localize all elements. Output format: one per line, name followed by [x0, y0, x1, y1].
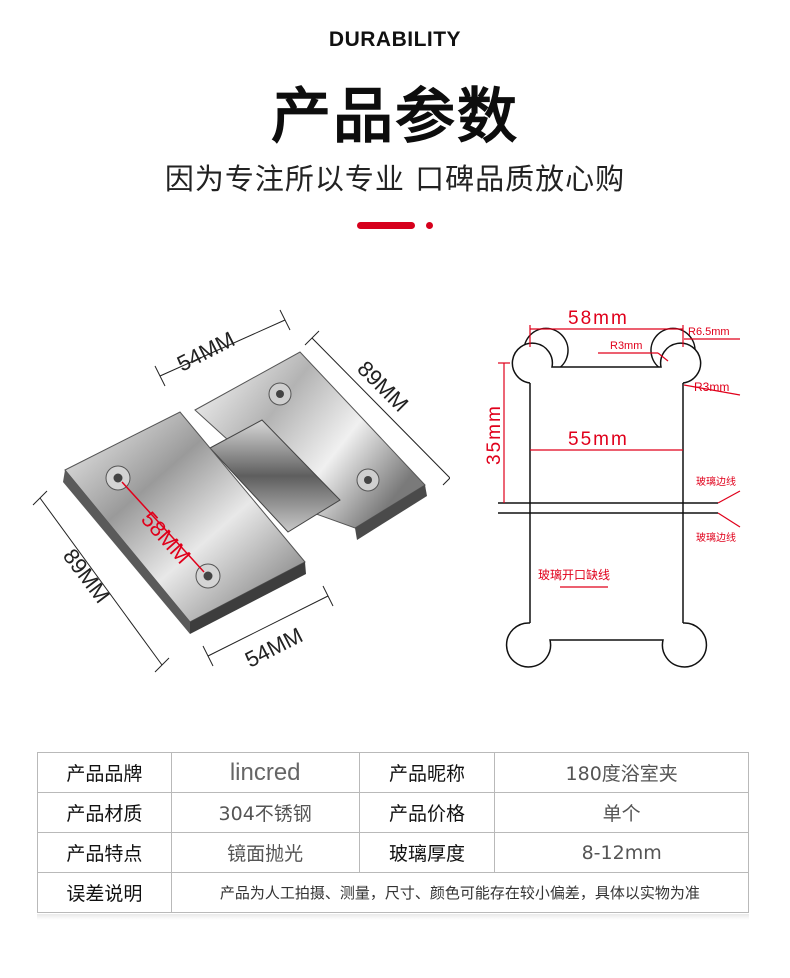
section-eyebrow: DURABILITY — [328, 28, 462, 51]
table-shadow — [37, 914, 749, 920]
right-height-label: 89MM — [352, 356, 413, 417]
spec-value: 8-12mm — [494, 832, 749, 873]
spec-label: 产品昵称 — [358, 752, 496, 793]
cutout-height: 35mm — [484, 404, 505, 465]
cutout-radius-inner: R3mm — [610, 340, 642, 352]
cutout-diagram: 58mm R6.5mm R3mm R3mm 35mm 55mm 玻璃边线 玻璃边… — [484, 308, 741, 668]
note-label: 误差说明 — [37, 872, 172, 913]
cutout-top-width: 58mm — [568, 308, 629, 329]
glass-edge-top-label: 玻璃边线 — [696, 475, 736, 488]
spec-value: 单个 — [494, 792, 749, 833]
screw-icon — [268, 382, 292, 406]
screw-icon — [356, 468, 380, 492]
cutout-inner-width: 55mm — [568, 429, 629, 450]
spec-label: 玻璃厚度 — [358, 832, 496, 873]
accent-dot — [426, 222, 433, 229]
cutout-radius-side: R3mm — [694, 380, 729, 394]
spec-label: 产品特点 — [37, 832, 172, 873]
accent-bar — [357, 222, 415, 229]
table-row: 产品材质 304不锈钢 产品价格 单个 — [37, 792, 749, 833]
cutout-radius-outer: R6.5mm — [688, 326, 730, 338]
page-title: 产品参数 — [271, 82, 519, 152]
hinge-knuckle — [209, 419, 341, 533]
table-row: 产品品牌 lincred 产品昵称 180度浴室夹 — [37, 752, 749, 793]
specs-table: 产品品牌 lincred 产品昵称 180度浴室夹 产品材质 304不锈钢 产品… — [37, 752, 750, 913]
spec-value: lincred — [170, 752, 360, 793]
glass-edge-bottom-label: 玻璃边线 — [696, 531, 736, 544]
spec-label: 产品品牌 — [37, 752, 172, 793]
left-height-label: 89MM — [58, 544, 115, 608]
spec-label: 产品材质 — [37, 792, 172, 833]
spec-value: 镜面抛光 — [170, 832, 360, 873]
table-row: 误差说明 产品为人工拍摄、测量，尺寸、颜色可能存在较小偏差，具体以实物为准 — [37, 872, 750, 913]
spec-value: 180度浴室夹 — [494, 752, 749, 793]
note-text: 产品为人工拍摄、测量，尺寸、颜色可能存在较小偏差，具体以实物为准 — [170, 872, 750, 913]
hinge-photo: 58MM 54MM 89MM 89MM 54MM — [32, 309, 450, 672]
spec-label: 产品价格 — [358, 792, 496, 833]
notch-line-label: 玻璃开口缺线 — [538, 567, 610, 582]
page-subtitle: 因为专注所以专业 口碑品质放心购 — [164, 162, 626, 196]
bottom-width-label: 54MM — [241, 622, 307, 672]
table-row: 产品特点 镜面抛光 玻璃厚度 8-12mm — [37, 832, 749, 873]
top-width-label: 54MM — [173, 326, 239, 376]
spec-value: 304不锈钢 — [170, 792, 360, 833]
